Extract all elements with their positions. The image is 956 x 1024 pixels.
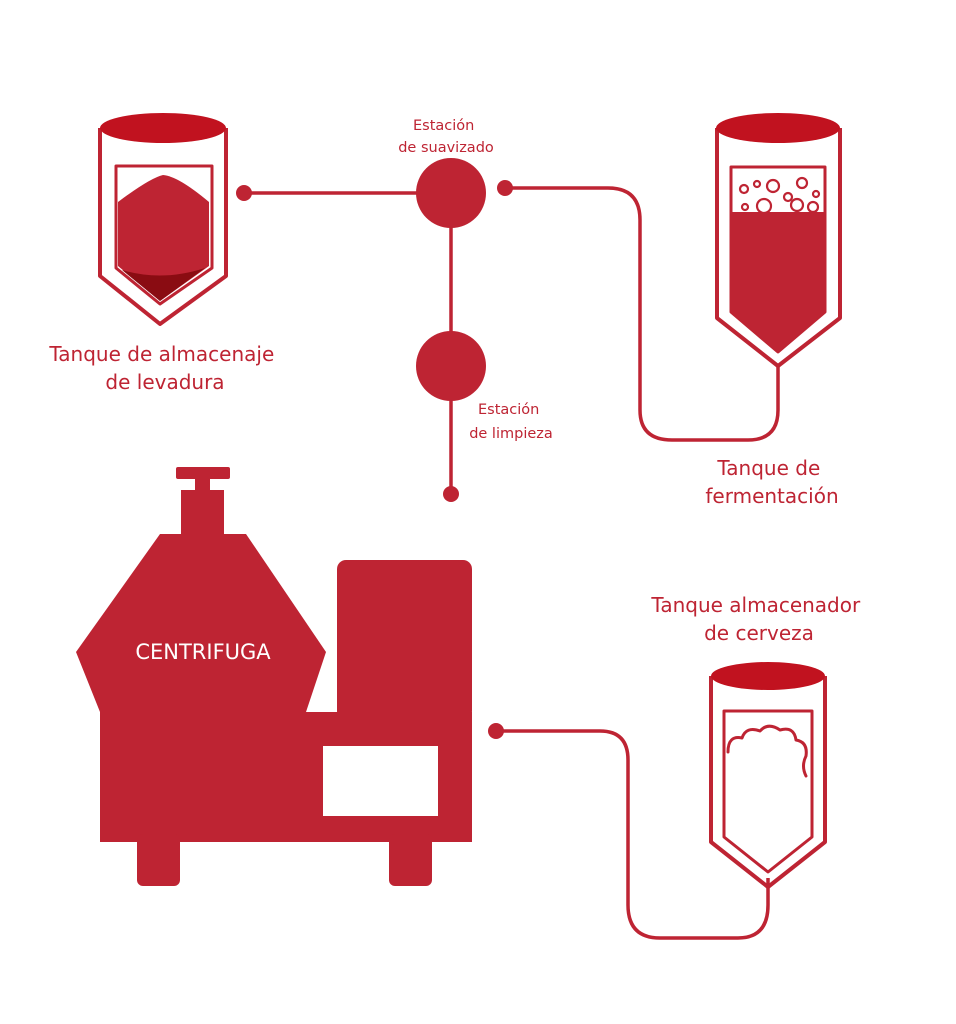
beer-tank-label: Tanque almacenador de cerveza <box>650 593 866 645</box>
pipes <box>244 186 780 940</box>
centrifuge-label: CENTRIFUGA <box>135 640 271 664</box>
beer-storage-tank-icon <box>709 662 827 889</box>
yeast-tank-label: Tanque de almacenaje de levadura <box>48 342 280 394</box>
pipe-endpoint-yeast <box>236 185 252 201</box>
pipe-endpoint-cleaning <box>443 486 459 502</box>
centrifuge-machine-icon: CENTRIFUGA <box>76 467 472 886</box>
softening-station-node <box>416 158 486 228</box>
pipe-softening-to-fermentation <box>505 186 780 442</box>
fermentation-tank-icon <box>715 113 842 368</box>
softening-station-label: Estación de suavizado <box>398 118 494 156</box>
cleaning-station-label: Estación de limpieza <box>469 402 553 442</box>
yeast-storage-tank-icon <box>98 113 228 326</box>
pipe-endpoint-centrifuge <box>488 723 504 739</box>
pipe-centrifuge-to-beer-tank <box>496 729 770 940</box>
cleaning-station-node <box>416 331 486 401</box>
pipe-endpoint-fermentation <box>497 180 513 196</box>
fermentation-tank-label: Tanque de fermentación <box>705 456 838 508</box>
